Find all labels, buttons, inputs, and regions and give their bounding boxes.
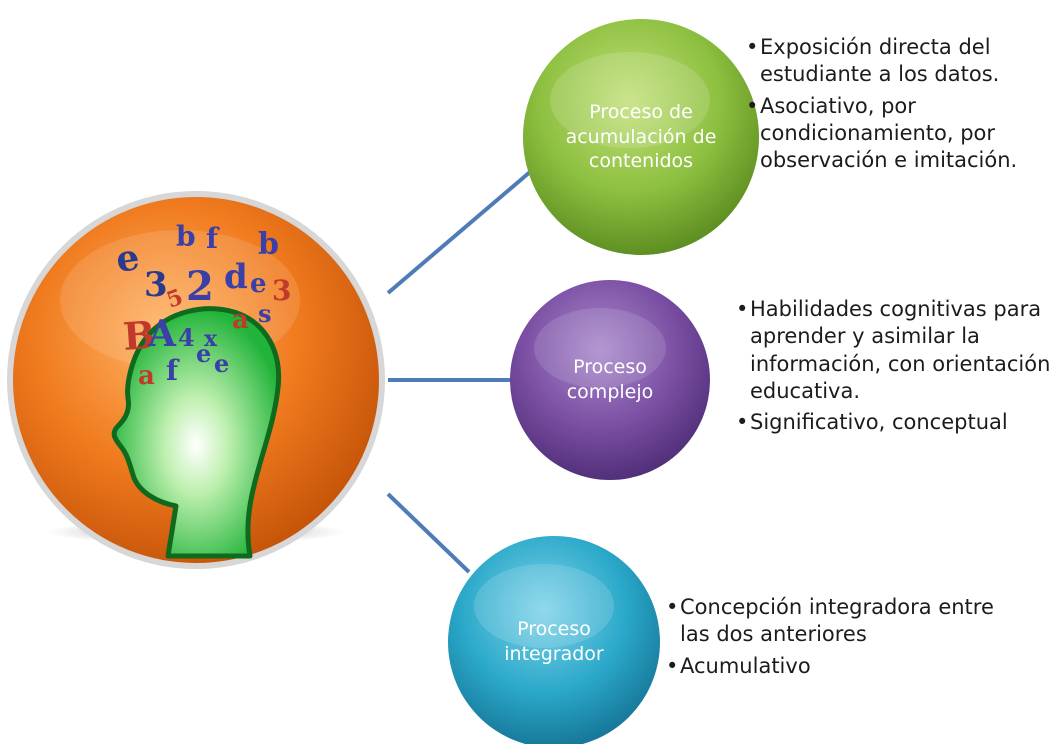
floating-letter: d — [224, 257, 248, 297]
floating-letter: f — [166, 354, 180, 387]
floating-letter: b — [176, 220, 196, 253]
node-label-complejo: Proceso complejo — [566, 356, 654, 403]
node-highlight — [550, 52, 710, 148]
floating-letter: 3 — [272, 274, 291, 307]
floating-letter: b — [258, 227, 279, 262]
floating-letter: s — [258, 299, 272, 328]
bullet-item: Significativo, conceptual — [736, 409, 1052, 437]
bullet-item: Acumulativo — [666, 653, 996, 681]
floating-letter: a — [232, 305, 249, 335]
bullet-item: Exposición directa del estudiante a los … — [746, 34, 1052, 89]
floating-letter: 2 — [186, 263, 214, 310]
bullet-list-acumulacion: Exposición directa del estudiante a los … — [746, 34, 1052, 178]
floating-letter: x — [204, 326, 218, 352]
floating-letter: B — [121, 312, 156, 359]
head-silhouette-icon — [111, 306, 282, 559]
node-circle-complejo[interactable] — [510, 280, 710, 480]
floating-letter: A — [147, 313, 177, 355]
bullet-item: Concepción integradora entre las dos ant… — [666, 594, 996, 649]
floating-letter: 3 — [144, 265, 168, 305]
connector-line-bottom — [386, 492, 471, 574]
bullet-list-complejo: Habilidades cognitivas para aprender y a… — [736, 296, 1052, 440]
node-circle-integrador[interactable] — [448, 536, 660, 744]
floating-letter: e — [250, 269, 267, 299]
node-label-acumulacion: Proceso de acumulación de contenidos — [565, 100, 717, 173]
node-circle-acumulacion[interactable] — [523, 19, 759, 255]
floating-letter: e — [196, 339, 211, 368]
bullet-list-integrador: Concepción integradora entre las dos ant… — [666, 594, 996, 684]
node-label-integrador: Proceso integrador — [504, 618, 604, 665]
node-highlight — [534, 308, 666, 388]
floating-letter: e — [214, 349, 229, 378]
floating-letter: a — [138, 361, 155, 391]
floating-letter: f — [206, 222, 220, 255]
bullet-item: Asociativo, por condicionamiento, por ob… — [746, 93, 1052, 175]
node-highlight — [474, 564, 614, 648]
connector-line-top — [386, 164, 539, 295]
floating-letter: 4 — [178, 323, 195, 352]
bullet-item: Habilidades cognitivas para aprender y a… — [736, 296, 1052, 405]
